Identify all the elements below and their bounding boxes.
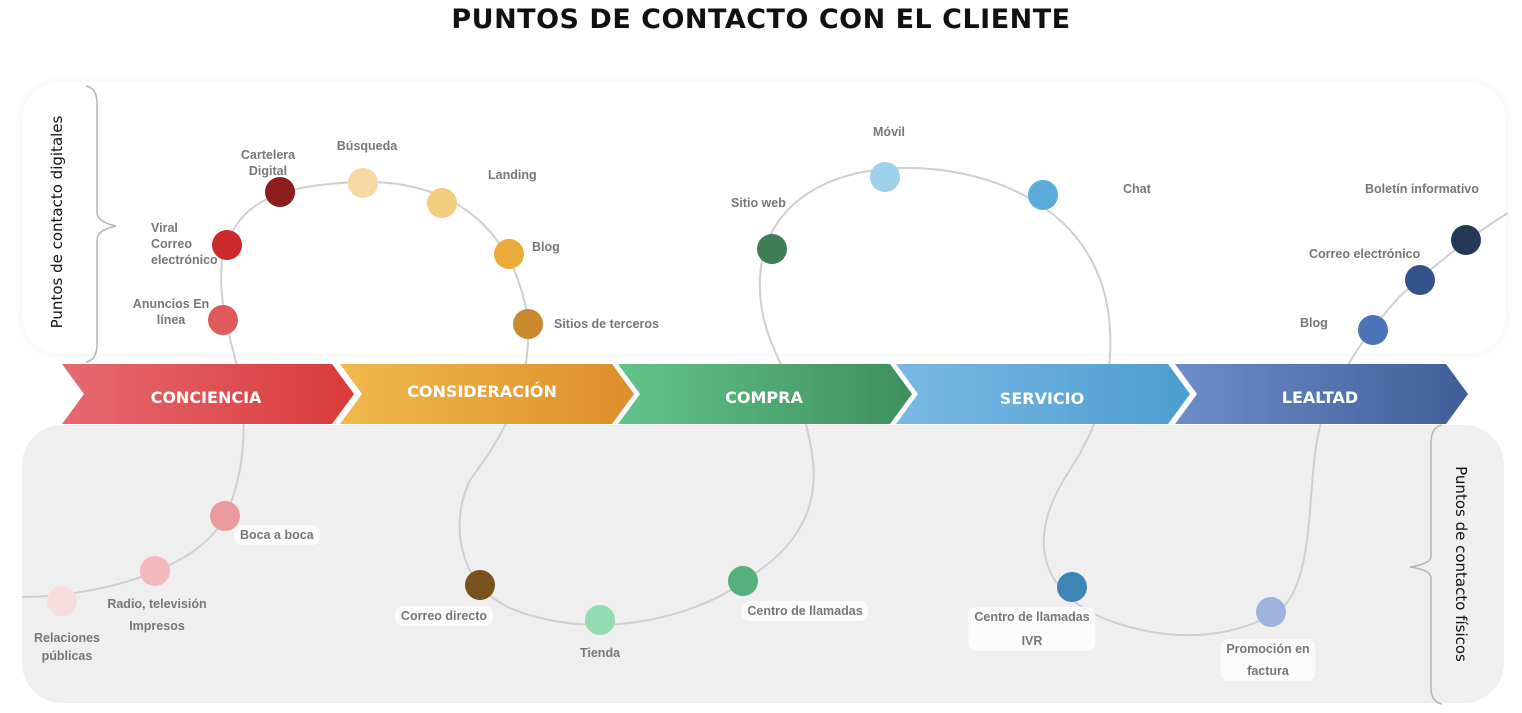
stage-arrow-conciencia: CONCIENCIA	[62, 364, 354, 424]
stage-arrow-consideracion: CONSIDERACIÓN	[340, 364, 634, 424]
touchpoint-dot-blog-lealtad	[1358, 315, 1388, 345]
touchpoint-label-centro-llamadas: Centro de llamadas	[741, 601, 869, 621]
digital-touchpoints-panel	[22, 82, 1506, 354]
touchpoint-dot-landing	[427, 188, 457, 218]
touchpoint-dot-anuncios	[208, 305, 238, 335]
stage-arrow-servicio: SERVICIO	[896, 364, 1190, 424]
touchpoint-label-boletin: Boletín informativo	[1365, 182, 1479, 196]
touchpoint-label-blog-consideracion: Blog	[532, 240, 560, 254]
touchpoint-dot-radio	[140, 556, 170, 586]
touchpoint-dot-tienda	[585, 605, 615, 635]
touchpoint-label-correo-directo: Correo directo	[394, 606, 494, 626]
touchpoint-dot-chat	[1028, 180, 1058, 210]
touchpoint-label-blog-lealtad: Blog	[1300, 316, 1328, 330]
touchpoint-dot-viral	[212, 230, 242, 260]
touchpoint-dot-sitio-web	[757, 234, 787, 264]
touchpoint-dot-boletin	[1451, 225, 1481, 255]
touchpoint-label-boca-a-boca: Boca a boca	[234, 525, 320, 545]
stage-label-conciencia: CONCIENCIA	[151, 388, 262, 407]
digital-brace	[85, 85, 117, 363]
stage-arrow-compra: COMPRA	[618, 364, 912, 424]
touchpoint-dot-centro-llamadas	[728, 566, 758, 596]
stage-label-consideracion: CONSIDERACIÓN	[407, 382, 557, 401]
digital-touchpoints-label: Puntos de contacto digitales	[48, 115, 66, 329]
touchpoint-dot-movil	[870, 162, 900, 192]
touchpoint-dot-correo-directo	[465, 570, 495, 600]
stage-label-lealtad: LEALTAD	[1282, 388, 1358, 407]
physical-touchpoints-label: Puntos de contacto físicos	[1452, 466, 1470, 662]
touchpoint-dot-centro-ivr	[1057, 572, 1087, 602]
touchpoint-label-tienda: Tienda	[579, 646, 621, 660]
stage-arrow-lealtad: LEALTAD	[1175, 364, 1468, 424]
stage-label-servicio: SERVICIO	[1000, 389, 1084, 408]
page-title: PUNTOS DE CONTACTO CON EL CLIENTE	[451, 4, 1071, 35]
touchpoint-label-busqueda: Búsqueda	[336, 139, 398, 153]
stage-label-compra: COMPRA	[725, 388, 803, 407]
touchpoint-dot-cartelera	[265, 177, 295, 207]
touchpoint-dot-correo-lealtad	[1405, 265, 1435, 295]
touchpoint-label-sitios-terceros: Sitios de terceros	[554, 317, 659, 331]
touchpoint-label-correo-lealtad: Correo electrónico	[1309, 247, 1421, 261]
physical-brace	[1409, 424, 1443, 705]
touchpoint-dot-sitios-terceros	[513, 309, 543, 339]
touchpoint-label-movil: Móvil	[873, 125, 905, 139]
touchpoint-label-chat: Chat	[1123, 182, 1151, 196]
touchpoint-dot-promocion	[1256, 597, 1286, 627]
touchpoint-label-landing: Landing	[488, 168, 537, 182]
touchpoint-dot-blog-consideracion	[494, 239, 524, 269]
touchpoint-dot-relaciones	[47, 586, 77, 616]
touchpoint-label-sitio-web: Sitio web	[731, 196, 786, 210]
touchpoint-dot-busqueda	[348, 168, 378, 198]
touchpoint-dot-boca-a-boca	[210, 501, 240, 531]
